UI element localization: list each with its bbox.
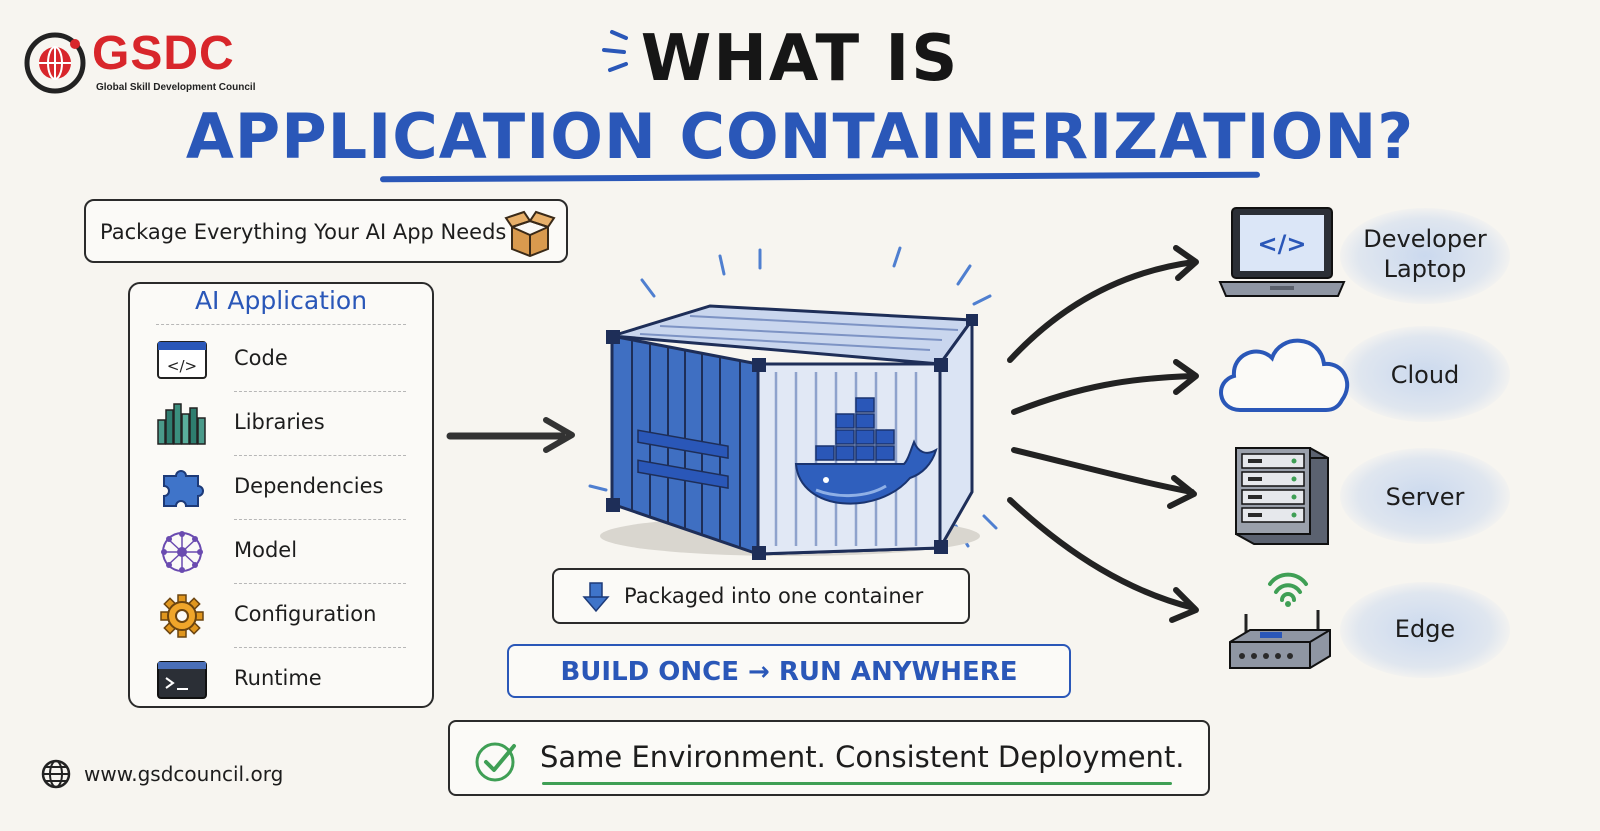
label-highlight — [1340, 326, 1510, 422]
label-highlight — [1340, 582, 1510, 678]
component-item-model: Model — [130, 524, 432, 584]
label-highlight — [1340, 208, 1510, 304]
globe-icon — [41, 759, 71, 789]
logo-tagline: Global Skill Development Council — [96, 82, 256, 93]
terminal-icon — [157, 661, 207, 699]
target-cloud: Cloud — [1210, 322, 1510, 422]
arrow-to-edge — [1007, 497, 1197, 611]
component-item-code: </> Code — [130, 332, 432, 392]
label-highlight — [1340, 448, 1510, 544]
cloud-icon — [1219, 338, 1350, 412]
packaged-into-container-box: Packaged into one container — [552, 568, 970, 624]
neural-network-icon — [161, 531, 203, 573]
target-server: Server — [1210, 440, 1510, 550]
component-label: Code — [234, 346, 288, 370]
title-accent-strokes — [602, 30, 628, 72]
open-box-icon — [504, 210, 556, 257]
component-item-libraries: Libraries — [130, 396, 432, 456]
title-line-2: APPLICATION CONTAINERIZATION? — [185, 100, 1415, 173]
row-divider — [234, 455, 406, 456]
check-circle-icon — [475, 742, 516, 782]
shipping-container-illustration — [588, 246, 998, 560]
arrow-to-container — [446, 417, 575, 453]
server-rack-icon — [1235, 447, 1329, 545]
target-label: Edge — [1394, 615, 1456, 643]
target-label: Developer Laptop — [1363, 225, 1487, 283]
component-label: Libraries — [234, 410, 325, 434]
component-label: Dependencies — [234, 474, 384, 498]
build-once-run-anywhere-box: BUILD ONCE → RUN ANYWHERE — [507, 644, 1071, 698]
package-everything-label: Package Everything Your AI App Needs — [100, 220, 507, 244]
row-divider — [234, 647, 406, 648]
title-line-1: WHAT IS — [640, 22, 960, 96]
deployment-arrows — [1007, 245, 1199, 623]
docker-whale-icon — [794, 397, 938, 505]
globe-target-icon — [24, 32, 86, 94]
puzzle-piece-icon — [163, 470, 204, 507]
arrow-to-laptop — [1007, 259, 1197, 363]
gsdc-logo: GSDC Global Skill Development Council — [22, 26, 262, 98]
website-footer[interactable]: www.gsdcouncil.org — [40, 756, 340, 792]
gear-icon — [160, 594, 204, 638]
heading-divider — [156, 324, 406, 325]
target-developer-laptop: </> Developer Laptop — [1210, 200, 1510, 310]
component-label: Runtime — [234, 666, 322, 690]
same-environment-underline — [542, 782, 1172, 785]
component-item-configuration: Configuration — [130, 588, 432, 648]
package-everything-box: Package Everything Your AI App Needs — [84, 199, 568, 263]
ai-application-panel: AI Application </> Code Libraries Depend… — [128, 282, 434, 708]
arrow-to-server — [1011, 447, 1195, 495]
component-item-runtime: Runtime — [130, 652, 432, 708]
library-books-icon — [157, 403, 206, 445]
row-divider — [234, 391, 406, 392]
title-underline — [379, 171, 1261, 183]
build-once-label: BUILD ONCE → RUN ANYWHERE — [560, 657, 1018, 687]
row-divider — [234, 519, 406, 520]
component-label: Model — [234, 538, 298, 562]
packaged-label: Packaged into one container — [624, 584, 924, 608]
svg-text:</>: </> — [167, 357, 197, 375]
ai-application-heading: AI Application — [194, 286, 368, 315]
code-window-icon: </> — [157, 341, 207, 379]
target-label: Cloud — [1390, 361, 1460, 389]
website-url[interactable]: www.gsdcouncil.org — [84, 762, 284, 786]
same-environment-box: Same Environment. Consistent Deployment. — [448, 720, 1210, 796]
svg-text:</>: </> — [1258, 230, 1307, 258]
logo-brand: GSDC — [92, 27, 235, 80]
laptop-icon: </> — [1218, 207, 1346, 297]
component-label: Configuration — [234, 602, 377, 626]
target-edge: Edge — [1210, 570, 1510, 680]
arrow-down-icon — [582, 582, 610, 613]
arrow-to-cloud — [1011, 373, 1197, 415]
edge-router-icon — [1229, 572, 1331, 669]
target-label: Server — [1385, 483, 1465, 511]
row-divider — [234, 583, 406, 584]
same-environment-label: Same Environment. Consistent Deployment. — [540, 740, 1185, 774]
component-item-dependencies: Dependencies — [130, 460, 432, 520]
